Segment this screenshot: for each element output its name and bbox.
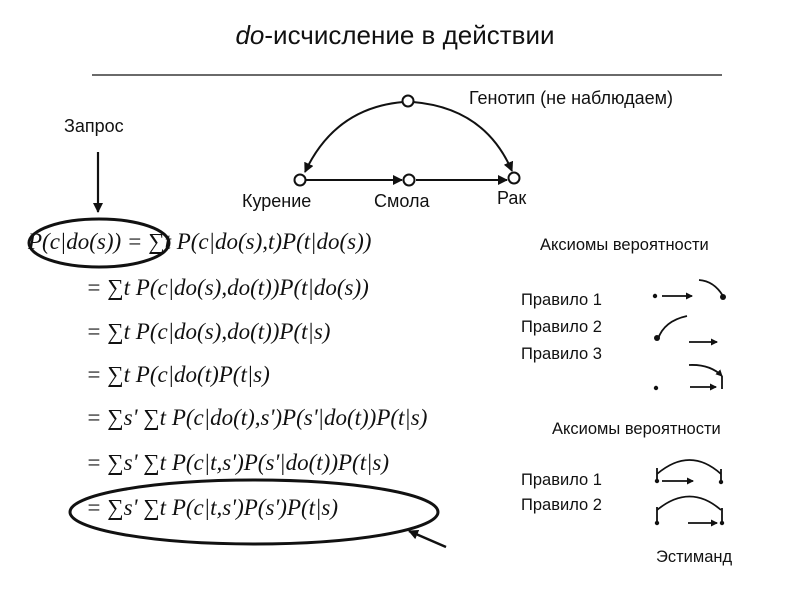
query-label: Запрос — [64, 116, 124, 136]
derivation-line-7: = ∑s' ∑t P(c|t,s')P(s')P(t|s) — [86, 495, 339, 520]
rule1-glyph — [652, 279, 726, 300]
top-rule-3: Правило 3 — [521, 345, 602, 363]
arc-genotype-to-smoking — [304, 101, 404, 173]
node-genotype — [401, 94, 415, 108]
cancer-label: Рак — [497, 188, 527, 208]
genotype-label: Генотип (не наблюдаем) — [469, 88, 674, 108]
derivation-line-6: = ∑s' ∑t P(c|t,s')P(s'|do(t))P(t|s) — [86, 450, 390, 475]
smoking-label: Курение — [242, 191, 312, 211]
derivation-line-2: = ∑t P(c|do(s),do(t))P(t|do(s)) — [86, 275, 369, 300]
derivation-line-3: = ∑t P(c|do(s),do(t))P(t|s) — [86, 319, 331, 344]
derivation-line-1: P(c|do(s)) = ∑t P(c|do(s),t)P(t|do(s)) — [28, 229, 372, 254]
rule-glyphs-bottom — [654, 459, 725, 527]
axioms-top-heading: Аксиомы вероятности — [540, 236, 709, 254]
top-rule-2: Правило 2 — [521, 318, 602, 336]
estimand-ellipse — [68, 478, 440, 546]
rule2-glyph — [654, 315, 718, 346]
slide-title: do-исчисление в действии — [0, 20, 790, 51]
estimand-label: Эстиманд — [656, 548, 733, 566]
estimand-arrow — [408, 529, 447, 549]
query-ellipse — [27, 217, 171, 269]
tar-label: Смола — [374, 191, 430, 211]
bottom-rule-2: Правило 2 — [521, 496, 602, 514]
derivation-line-5: = ∑s' ∑t P(c|do(t),s')P(s'|do(t))P(t|s) — [86, 405, 428, 430]
bottom-rule2-glyph — [654, 495, 725, 527]
causal-diagram — [293, 94, 521, 187]
node-smoking — [293, 173, 307, 187]
arc-genotype-to-cancer — [412, 101, 514, 172]
axioms-bottom-heading: Аксиомы вероятности — [552, 420, 721, 438]
top-rule-1: Правило 1 — [521, 291, 602, 309]
title-rest: -исчисление в действии — [264, 20, 555, 50]
rule-glyphs-top — [652, 279, 726, 391]
derivation-line-4: = ∑t P(c|do(t)P(t|s) — [86, 362, 270, 387]
rule3-glyph — [653, 364, 723, 391]
node-tar — [402, 173, 416, 187]
title-italic-part: do — [235, 20, 265, 50]
node-cancer — [507, 171, 521, 185]
bottom-rule1-glyph — [654, 459, 724, 485]
bottom-rule-1: Правило 1 — [521, 471, 602, 489]
